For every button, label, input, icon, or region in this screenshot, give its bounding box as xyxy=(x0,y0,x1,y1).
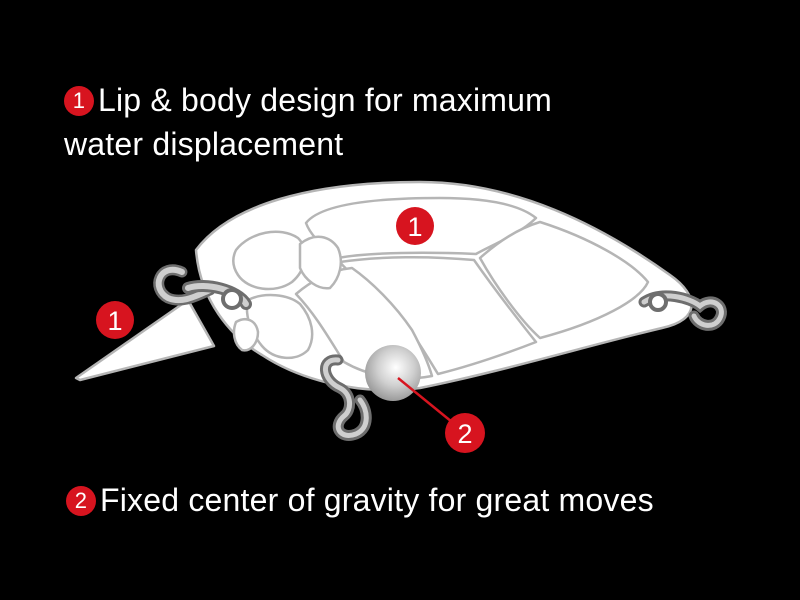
callout-2-badge: 2 xyxy=(66,486,96,516)
weight-marker-2: 2 xyxy=(445,413,485,453)
weight-leader-line xyxy=(397,377,453,423)
body-marker-1: 1 xyxy=(396,207,434,245)
body-marker-1-label: 1 xyxy=(407,212,422,242)
callout-1-line1: Lip & body design for maximum xyxy=(98,82,553,118)
belly-hook-eye xyxy=(320,354,372,441)
callout-1-badge: 1 xyxy=(64,86,94,116)
lure-lip xyxy=(74,298,216,382)
weight-ball xyxy=(365,345,421,401)
lip-marker-1-label: 1 xyxy=(107,306,122,336)
callout-1-line2: water displacement xyxy=(64,126,344,162)
tail-hook-eye xyxy=(638,290,727,331)
body-scale-pattern xyxy=(232,196,650,380)
line-tie-eye xyxy=(153,264,252,310)
lip-marker-1: 1 xyxy=(96,301,134,339)
callout-2-line1: Fixed center of gravity for great moves xyxy=(100,482,654,518)
weight-marker-2-label: 2 xyxy=(457,419,472,449)
